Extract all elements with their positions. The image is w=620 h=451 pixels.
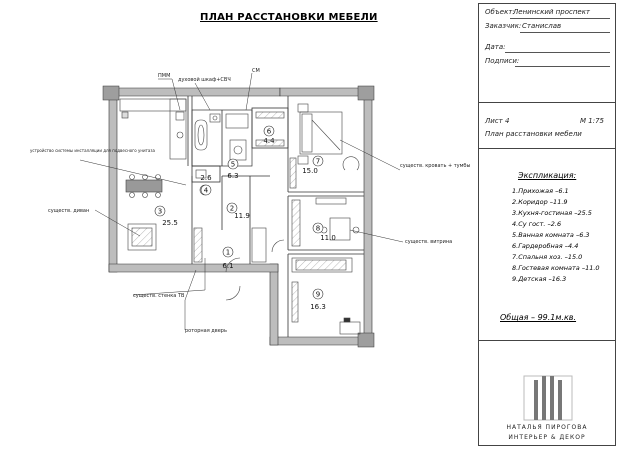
title-block-divider [478,102,616,103]
explication-item: 4.Су гост. –2.6 [512,220,562,228]
logo-subtitle: ИНТЕРЬЕР & ДЕКОР [508,434,586,441]
svg-text:6.3: 6.3 [227,172,238,180]
logo-name: НАТАЛЬЯ ПИРОГОВА [506,424,588,431]
annotation-pmm: ПММ [158,73,170,79]
signature-label: Подписи: [485,57,520,65]
room-6-label: 6 4.4 [263,125,275,145]
svg-text:11.9: 11.9 [234,212,250,220]
designer-logo-icon [523,375,573,421]
annotation-bed: существ. кровать + тумбы [400,163,470,169]
svg-text:7: 7 [316,158,320,166]
svg-text:9: 9 [316,291,320,299]
explication-title: Экспликация: [518,171,577,180]
floor-plan: 1 6.1 2 11.9 3 25.5 4 2.6 5 6.3 [30,68,470,348]
annotation-tv-wall: существ. стенка ТВ [133,293,185,299]
annotation-rotary-door: роторная дверь [185,328,227,334]
object-value: Ленинский проспект [513,8,591,16]
client-label: Заказчик: [485,22,522,30]
annotation-sm: СМ [252,68,260,74]
annotation-leaders [79,72,404,330]
sheet-title: План расстановки мебели [485,130,582,138]
underline [505,52,610,53]
room-7-label: 7 15.0 [302,155,324,175]
svg-text:5: 5 [231,161,235,169]
child-room-furniture [291,257,361,335]
sheet-label: Лист 4 [485,117,510,125]
svg-text:1: 1 [226,249,230,257]
explication-item: 3.Кухня-гостиная –25.5 [512,209,592,217]
date-label: Дата: [485,43,506,51]
room-1-label: 1 6.1 [222,246,234,270]
exterior-walls [102,85,375,348]
svg-text:2: 2 [230,205,234,213]
annotation-sofa: существ. диван [48,208,89,214]
svg-text:8: 8 [316,225,320,233]
title-block-frame [478,3,616,446]
svg-text:15.0: 15.0 [302,167,318,175]
title-block-divider [478,148,616,149]
svg-text:6.1: 6.1 [222,262,233,270]
svg-text:2.6: 2.6 [200,174,212,182]
explication-item: 7.Спальня хоз. –15.0 [512,253,583,261]
room-8-label: 8 11.0 [312,222,336,242]
underline [520,32,610,33]
room-2-label: 2 11.9 [226,202,250,220]
svg-text:4: 4 [204,187,209,195]
explication-item: 9.Детская –16.3 [512,275,567,283]
client-value: Станислав [522,22,562,30]
room-5-label: 5 6.3 [227,158,239,180]
svg-text:11.0: 11.0 [320,234,336,242]
annotation-install: устройство системы инсталляции для подве… [30,148,155,153]
bathroom-furniture [194,113,249,179]
wardrobe-furniture [255,111,285,147]
underline [515,66,610,67]
scale-label: М 1:75 [580,117,604,125]
total-area: Общая – 99.1м.кв. [500,313,577,322]
svg-text:4.4: 4.4 [263,137,275,145]
svg-text:3: 3 [158,208,162,216]
title-block-divider [478,340,616,341]
room-labels: 1 6.1 2 11.9 3 25.5 4 2.6 5 6.3 [154,125,336,311]
annotation-oven: духовой шкаф+СВЧ [178,76,231,83]
svg-text:6: 6 [267,128,272,136]
explication-item: 5.Ванная комната –6.3 [512,231,590,239]
explication-item: 6.Гардеробная –4.4 [512,242,579,250]
svg-text:16.3: 16.3 [310,303,326,311]
annotation-showcase: существ. витрина [405,239,452,245]
explication-item: 8.Гостевая комната –11.0 [512,264,600,272]
object-label: Объект: [485,8,515,16]
room-9-label: 9 16.3 [310,288,326,311]
kitchen-furniture [119,98,187,251]
room-4-label: 4 2.6 [200,174,212,196]
explication-item: 2.Коридор –11.9 [512,198,568,206]
explication-item: 1.Прихожая –6.1 [512,187,569,195]
annotations: ПММ духовой шкаф+СВЧ СМ устройство систе… [30,68,470,334]
underline [510,18,610,19]
room-3-label: 3 25.5 [154,205,178,227]
page-title: ПЛАН РАССТАНОВКИ МЕБЕЛИ [200,12,378,23]
svg-text:25.5: 25.5 [162,219,178,227]
bedroom-furniture [289,103,360,189]
interior-walls [187,96,364,337]
